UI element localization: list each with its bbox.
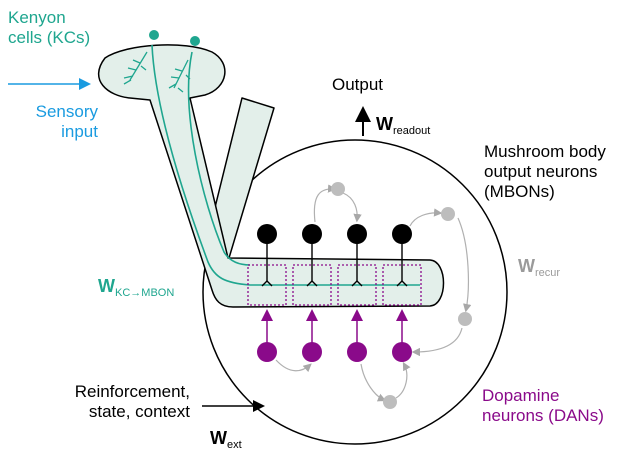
w-kc-mbon-label: WKC→MBON	[98, 276, 175, 299]
kc-axon-1	[151, 44, 420, 286]
dan-group	[257, 309, 412, 362]
w-ext-label: Wext	[210, 428, 242, 451]
dan-4	[392, 342, 412, 362]
w-recur-label: Wrecur	[518, 256, 561, 279]
mbon-group	[257, 224, 412, 287]
compartments	[247, 264, 422, 306]
recur-node-4	[383, 395, 397, 409]
kc-label: Kenyon cells (KCs)	[8, 8, 91, 47]
mbon-2	[302, 224, 322, 244]
mbon-4	[392, 224, 412, 244]
mbon-label: Mushroom body output neurons (MBONs)	[484, 142, 606, 201]
output-label: Output	[332, 75, 384, 94]
w-readout-label: Wreadout	[376, 114, 431, 137]
recur-node-2	[441, 207, 455, 221]
mbon-1	[257, 224, 277, 244]
dan-3	[347, 342, 367, 362]
kc-axon-2	[187, 51, 251, 266]
calyx-peduncle-lobe	[98, 44, 445, 308]
dan-1	[257, 342, 277, 362]
reinforcement-label: Reinforcement, state, context	[74, 382, 190, 421]
dan-label: Dopamine neurons (DANs)	[482, 386, 604, 425]
dan-2	[302, 342, 322, 362]
mbon-3	[347, 224, 367, 244]
kc-soma-1	[149, 30, 159, 40]
recur-node-3	[458, 312, 472, 326]
sensory-input-label: Sensory input	[35, 102, 98, 141]
kc-soma-2	[190, 36, 200, 46]
recurrent-network	[275, 182, 472, 409]
recur-node-1	[331, 182, 345, 196]
kc-dendrites	[123, 51, 191, 93]
